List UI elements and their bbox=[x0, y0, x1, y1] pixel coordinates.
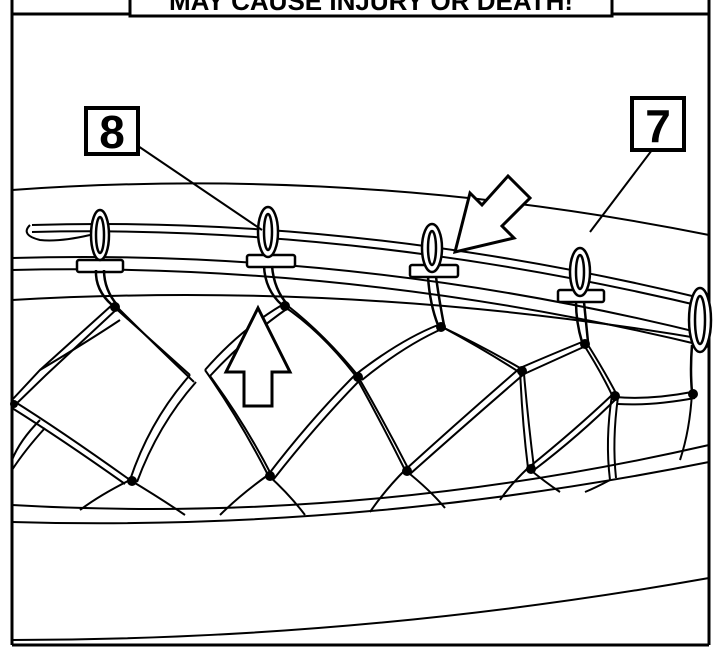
ring-clip bbox=[408, 222, 460, 326]
callout-8: 8 bbox=[84, 106, 140, 158]
ring-clip bbox=[556, 246, 606, 343]
callout-leader-lines bbox=[137, 145, 653, 233]
warning-banner-text: MAY CAUSE INJURY OR DEATH! bbox=[169, 0, 573, 16]
warning-banner: MAY CAUSE INJURY OR DEATH! bbox=[128, 0, 614, 18]
callout-7: 7 bbox=[630, 96, 686, 152]
diagonal-arrow-indicator bbox=[452, 173, 533, 255]
frame-pad-band bbox=[11, 444, 710, 641]
safety-net-mesh bbox=[11, 304, 696, 516]
frame-border bbox=[10, 0, 711, 647]
net-clip-rings bbox=[75, 205, 713, 393]
net-knots bbox=[10, 301, 698, 486]
up-arrow-indicator bbox=[223, 304, 293, 408]
net-top-rope bbox=[25, 222, 710, 309]
callout-7-label: 7 bbox=[645, 100, 671, 152]
ring-clip bbox=[75, 208, 125, 307]
ring-clip bbox=[245, 205, 297, 306]
ring-clip bbox=[687, 286, 713, 393]
callout-8-label: 8 bbox=[99, 106, 125, 158]
